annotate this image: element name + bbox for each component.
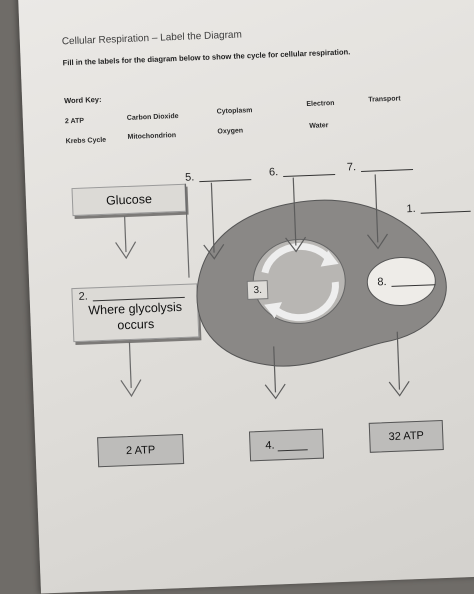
arrow-icon <box>388 380 410 397</box>
blank-4-number: 4. <box>265 439 275 452</box>
arrow-icon <box>285 236 307 253</box>
arrow-icon <box>120 379 142 398</box>
blank-8-line[interactable] <box>391 276 436 287</box>
atp-left-label: 2 ATP <box>125 444 156 458</box>
arrow-icon <box>203 243 225 260</box>
atp-box-left: 2 ATP <box>97 433 185 468</box>
connector-line <box>184 183 190 278</box>
cycle-arrowhead-icon <box>264 302 283 319</box>
blank-4-line[interactable] <box>277 438 308 451</box>
arrow-icon <box>115 241 137 260</box>
atp-right-label: 32 ATP <box>388 429 425 444</box>
worksheet-page: Cellular Respiration – Label the Diagram… <box>18 0 474 594</box>
blank-4-box: 4. <box>248 428 325 462</box>
arrow-icon <box>264 383 286 400</box>
atp-box-right: 32 ATP <box>368 420 444 453</box>
blank-8-number: 8. <box>377 276 387 289</box>
electron-transport-oval <box>366 256 436 307</box>
blank-3-number: 3. <box>253 284 263 297</box>
arrow-icon <box>367 233 388 250</box>
krebs-cycle-arrows-icon <box>261 242 339 322</box>
cycle-arrowhead-icon <box>320 250 339 267</box>
respiration-diagram <box>115 174 447 400</box>
